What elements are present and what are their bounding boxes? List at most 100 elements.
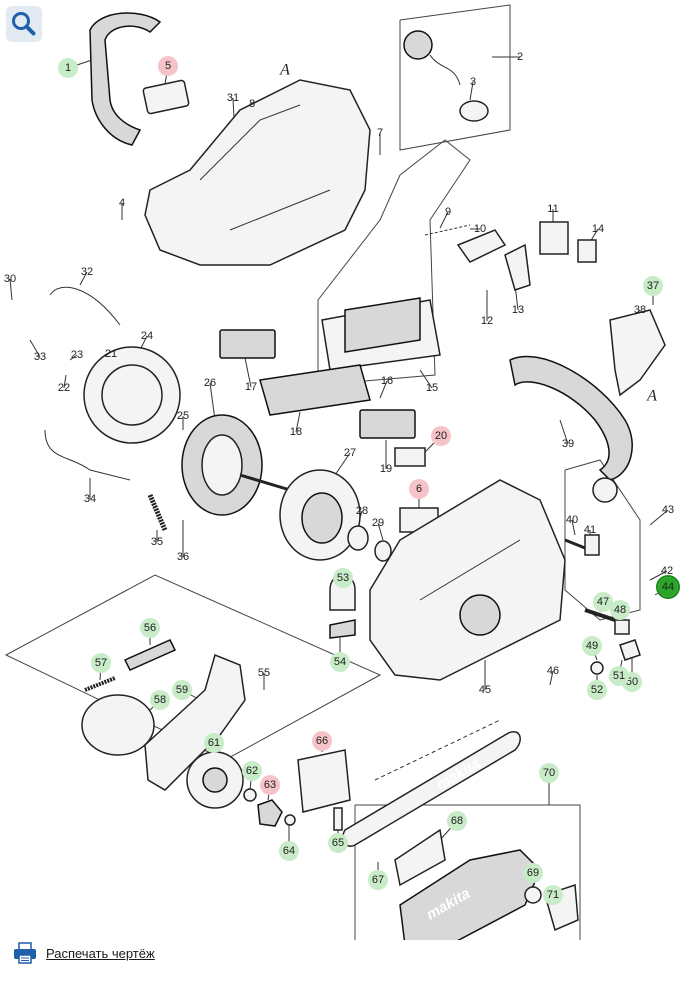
callout-number-66: 66	[316, 735, 328, 747]
callout-26: 26	[204, 377, 216, 389]
leader-line-15	[419, 369, 433, 389]
callout-70[interactable]: 70	[539, 763, 559, 783]
callout-number-48: 48	[614, 604, 626, 616]
callout-49[interactable]: 49	[582, 636, 602, 656]
callout-badge-68	[447, 811, 467, 831]
callout-number-49: 49	[586, 640, 598, 652]
callout-51[interactable]: 51	[609, 666, 629, 686]
callout-number-33: 33	[34, 351, 46, 363]
callout-badge-56	[140, 618, 160, 638]
callout-65[interactable]: 65	[328, 833, 348, 853]
callout-7: 7	[377, 127, 383, 139]
callout-53[interactable]: 53	[333, 568, 353, 588]
callout-58[interactable]: 58	[150, 690, 170, 710]
leader-line-39	[559, 419, 569, 445]
callout-badge-66	[312, 731, 332, 751]
callout-47[interactable]: 47	[593, 592, 613, 612]
callout-36: 36	[177, 551, 189, 563]
callout-number-37: 37	[647, 280, 659, 292]
callout-number-54: 54	[334, 656, 346, 668]
callout-badge-58	[150, 690, 170, 710]
callout-62[interactable]: 62	[242, 761, 262, 781]
leader-line-18	[295, 411, 301, 433]
callout-badge-71	[543, 885, 563, 905]
callout-badges[interactable]: 1234567891011121314151617181920212223242…	[4, 51, 680, 905]
callout-64[interactable]: 64	[279, 841, 299, 861]
leader-line-17	[244, 357, 252, 388]
callout-number-51: 51	[613, 670, 625, 682]
print-drawing-link[interactable]: Распечать чертёж	[46, 945, 155, 961]
callout-56[interactable]: 56	[140, 618, 160, 638]
callout-44[interactable]: 44	[656, 575, 680, 599]
callout-52[interactable]: 52	[587, 680, 607, 700]
callout-number-44: 44	[662, 581, 674, 593]
leader-line-27	[334, 452, 351, 476]
callout-66[interactable]: 66	[312, 731, 332, 751]
callout-63[interactable]: 63	[260, 775, 280, 795]
callout-number-34: 34	[84, 493, 96, 505]
callout-number-28: 28	[356, 505, 368, 517]
callout-number-25: 25	[177, 410, 189, 422]
callout-71[interactable]: 71	[543, 885, 563, 905]
callout-number-9: 9	[445, 206, 451, 218]
callout-59[interactable]: 59	[172, 680, 192, 700]
callout-68[interactable]: 68	[447, 811, 467, 831]
callout-6[interactable]: 6	[409, 479, 429, 499]
callout-badge-20	[431, 426, 451, 446]
callout-badge-65	[328, 833, 348, 853]
callout-number-2: 2	[517, 51, 523, 63]
callout-54[interactable]: 54	[330, 652, 350, 672]
zoom-button[interactable]	[6, 6, 42, 42]
callout-badge-49	[582, 636, 602, 656]
callout-number-47: 47	[597, 596, 609, 608]
callout-24: 24	[141, 330, 153, 342]
leader-line-32	[79, 271, 88, 286]
printer-icon[interactable]	[12, 941, 38, 965]
callout-11: 11	[547, 203, 558, 215]
callout-badge-5	[158, 56, 178, 76]
callout-number-16: 16	[381, 375, 393, 387]
callout-48[interactable]: 48	[610, 600, 630, 620]
callout-61[interactable]: 61	[204, 733, 224, 753]
callout-number-35: 35	[151, 536, 163, 548]
callout-69[interactable]: 69	[523, 863, 543, 883]
callout-badge-63	[260, 775, 280, 795]
callout-13: 13	[512, 304, 524, 316]
callout-25: 25	[177, 410, 189, 422]
callout-20[interactable]: 20	[431, 426, 451, 446]
callout-37[interactable]: 37	[643, 276, 663, 296]
callout-number-10: 10	[474, 223, 486, 235]
callout-2: 2	[517, 51, 523, 63]
callout-29: 29	[372, 517, 384, 529]
callout-number-63: 63	[264, 779, 276, 791]
callout-43: 43	[662, 504, 674, 516]
callout-67[interactable]: 67	[368, 870, 388, 890]
callout-number-64: 64	[283, 845, 295, 857]
callout-number-45: 45	[479, 684, 491, 696]
leader-line-3	[469, 81, 474, 101]
callout-highlight-44	[656, 575, 680, 599]
callout-1[interactable]: 1	[58, 58, 78, 78]
callout-badge-69	[523, 863, 543, 883]
callout-badge-52	[587, 680, 607, 700]
callout-number-40: 40	[566, 514, 578, 526]
callout-badge-44	[658, 577, 678, 597]
callout-57[interactable]: 57	[91, 653, 111, 673]
callout-45: 45	[479, 684, 491, 696]
callout-4: 4	[119, 197, 125, 209]
callout-34: 34	[84, 493, 96, 505]
callout-33: 33	[34, 351, 46, 363]
leader-line-29	[377, 522, 384, 541]
callout-5[interactable]: 5	[158, 56, 178, 76]
callout-27: 27	[344, 447, 356, 459]
callout-41: 41	[584, 524, 596, 536]
callout-40: 40	[566, 514, 578, 526]
callout-badge-57	[91, 653, 111, 673]
callout-number-17: 17	[245, 381, 257, 393]
leader-line-46	[549, 670, 554, 686]
callout-number-59: 59	[176, 684, 188, 696]
callout-32: 32	[81, 266, 93, 278]
callout-number-69: 69	[527, 867, 539, 879]
callout-number-5: 5	[165, 60, 171, 72]
callout-number-22: 22	[58, 382, 70, 394]
